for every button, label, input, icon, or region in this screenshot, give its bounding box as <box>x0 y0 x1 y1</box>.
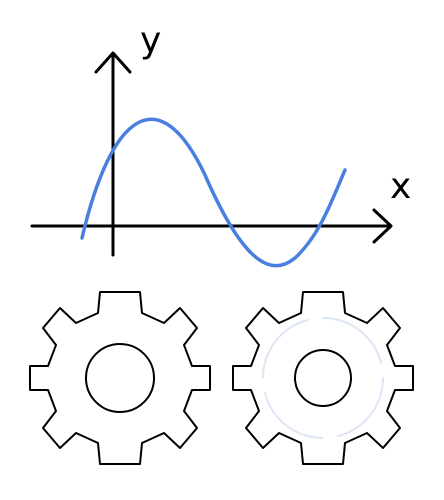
gear-hub <box>294 349 352 407</box>
gear-outline <box>29 291 211 465</box>
sine-wave-graph-icon: y x <box>30 20 411 268</box>
x-axis-label: x <box>390 166 411 207</box>
gear-outline <box>232 291 414 465</box>
gear-hub <box>85 343 155 413</box>
gear-icon-alt <box>232 291 414 465</box>
y-axis-arrowhead <box>94 51 132 74</box>
sine-curve <box>80 117 347 268</box>
x-axis-arrowhead <box>372 208 393 244</box>
gear-faint-ring <box>262 317 384 439</box>
y-axis-label: y <box>140 20 161 61</box>
gear-icon <box>29 291 211 465</box>
